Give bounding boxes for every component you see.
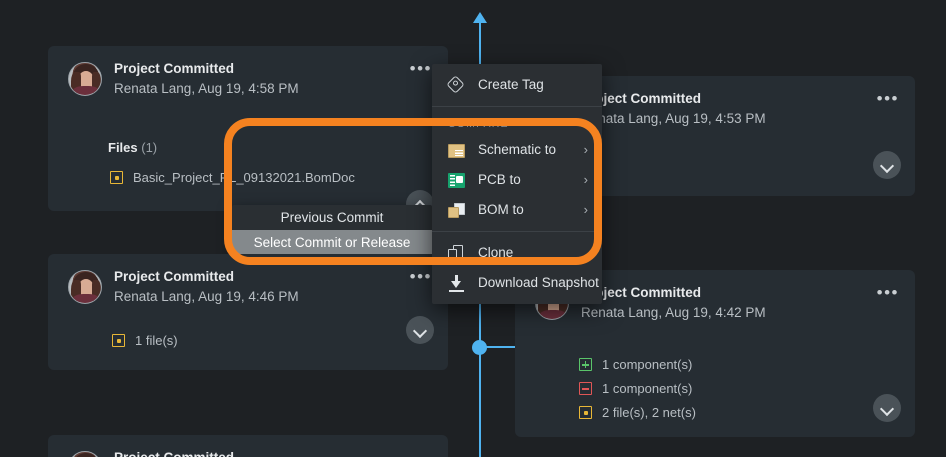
tag-icon <box>446 75 465 94</box>
commit-overflow-menu-button[interactable]: ••• <box>409 267 432 286</box>
chevron-right-icon: › <box>583 202 588 217</box>
avatar <box>68 62 102 96</box>
removed-icon <box>579 382 592 395</box>
change-row-modified: 2 file(s), 2 net(s) <box>579 405 696 420</box>
change-text: 1 component(s) <box>602 357 693 372</box>
modified-icon <box>579 406 592 419</box>
menu-item-create-tag[interactable]: Create Tag <box>432 70 602 100</box>
change-text: 2 file(s), 2 net(s) <box>602 405 696 420</box>
menu-item-label: Create Tag <box>478 77 544 92</box>
commit-selector-dropdown[interactable]: Previous Commit Select Commit or Release <box>232 205 432 255</box>
menu-section-compare: COMPARE <box>448 118 509 130</box>
files-section-label: Files (1) <box>108 140 157 155</box>
menu-item-label: Schematic to <box>478 142 557 157</box>
menu-item-label: BOM to <box>478 202 524 217</box>
commit-title: Project Committed <box>114 269 235 284</box>
schematic-icon <box>448 144 465 158</box>
pcb-icon <box>448 173 465 188</box>
timeline-node-dot[interactable] <box>472 340 487 355</box>
clone-icon <box>448 245 465 262</box>
commit-card-header: Project Committed Renata Lang, Aug 19, 4… <box>68 269 432 314</box>
timeline-arrow-icon <box>473 12 487 23</box>
files-count: (1) <box>141 140 158 155</box>
chevron-right-icon: › <box>583 142 588 157</box>
avatar <box>68 451 102 457</box>
commit-meta: Renata Lang, Aug 19, 4:58 PM <box>114 81 299 96</box>
dropdown-item-previous-commit[interactable]: Previous Commit <box>280 210 384 225</box>
menu-item-clone[interactable]: Clone <box>432 238 602 268</box>
menu-item-label: Clone <box>478 245 514 260</box>
files-label-text: Files <box>108 140 138 155</box>
dropdown-item-select-commit-or-release[interactable]: Select Commit or Release <box>232 230 432 255</box>
menu-divider <box>432 231 602 232</box>
added-icon <box>579 358 592 371</box>
commit-title: Project Committed <box>581 91 702 106</box>
commit-overflow-menu-button[interactable]: ••• <box>876 283 899 302</box>
commit-meta: Renata Lang, Aug 19, 4:42 PM <box>581 305 766 320</box>
change-row-added: 1 component(s) <box>579 357 692 372</box>
file-list-item[interactable]: Basic_Project_RL_09132021.BomDoc <box>110 170 355 185</box>
menu-item-download-snapshot[interactable]: Download Snapshot <box>432 268 602 298</box>
commit-context-menu[interactable]: Create Tag COMPARE Schematic to › PCB to… <box>432 64 602 304</box>
expand-card-button[interactable] <box>406 316 434 344</box>
commit-title: Project Committed <box>114 61 235 76</box>
commit-card-0[interactable]: Project Committed Renata Lang, Aug 19, 4… <box>48 46 448 218</box>
commit-meta: Renata Lang, Aug 19, 4:46 PM <box>114 289 299 304</box>
expand-card-button[interactable] <box>873 151 901 179</box>
chevron-right-icon: › <box>583 172 588 187</box>
menu-item-pcb-to[interactable]: PCB to › <box>432 165 602 195</box>
commit-title: Project Committed <box>114 450 234 457</box>
download-icon <box>448 275 465 292</box>
commit-card-header: Project Committed <box>68 450 432 457</box>
bom-icon <box>448 203 465 219</box>
menu-divider <box>432 106 602 107</box>
timeline-connector <box>486 346 516 348</box>
commit-title: Project Committed <box>581 285 702 300</box>
commit-overflow-menu-button[interactable]: ••• <box>876 89 899 108</box>
change-row-removed: 1 component(s) <box>579 381 692 396</box>
change-text: 1 component(s) <box>602 381 693 396</box>
commit-summary-row: 1 file(s) <box>112 333 178 348</box>
menu-item-label: PCB to <box>478 172 521 187</box>
commit-meta: Renata Lang, Aug 19, 4:53 PM <box>581 111 766 126</box>
menu-item-bom-to[interactable]: BOM to › <box>432 195 602 225</box>
menu-item-label: Download Snapshot <box>478 275 599 290</box>
commit-card-2[interactable]: Project Committed Renata Lang, Aug 19, 4… <box>48 254 448 370</box>
expand-card-button[interactable] <box>873 394 901 422</box>
commit-overflow-menu-button[interactable]: ••• <box>409 59 432 78</box>
commit-card-header: Project Committed Renata Lang, Aug 19, 4… <box>68 61 432 106</box>
avatar <box>68 270 102 304</box>
menu-item-schematic-to[interactable]: Schematic to › <box>432 135 602 165</box>
commit-summary-text: 1 file(s) <box>135 333 178 348</box>
file-name: Basic_Project_RL_09132021.BomDoc <box>133 170 355 185</box>
commit-card-4[interactable]: Project Committed <box>48 435 448 457</box>
bom-file-icon <box>110 171 123 184</box>
file-icon <box>112 334 125 347</box>
